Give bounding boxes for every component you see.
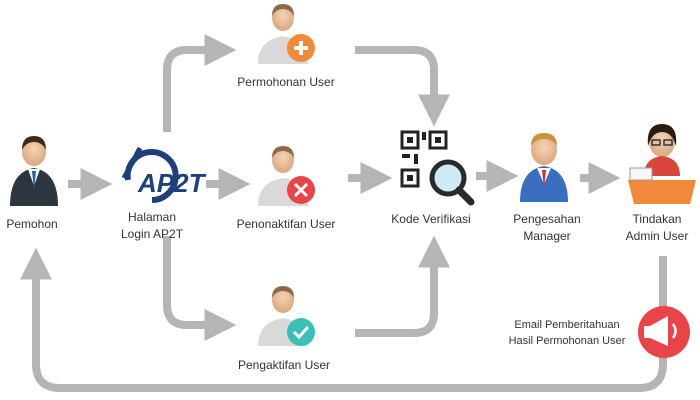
label-verifikasi: Kode Verifikasi — [391, 212, 471, 226]
arrow-pengaktifan-to-verifikasi — [355, 235, 450, 337]
user-add-icon — [258, 4, 315, 64]
label-email: Email Pemberitahuan Hasil Permohonan Use… — [509, 317, 626, 349]
label-login-line2: Login AP2T — [120, 227, 184, 241]
label-admin-line1: Tindakan — [632, 212, 682, 226]
ap2t-logo: AP2T — [121, 146, 207, 203]
user-check-icon — [258, 286, 315, 346]
qr-search-icon — [400, 130, 475, 206]
megaphone-icon — [638, 306, 690, 358]
label-pengaktifan: Pengaktifan User — [237, 358, 331, 372]
label-login: Halaman Login AP2T — [121, 209, 183, 243]
label-pemohon: Pemohon — [6, 217, 58, 231]
label-login-line1: Halaman — [127, 210, 177, 224]
admin-desk-icon — [628, 124, 696, 204]
flow-arrows — [20, 34, 667, 392]
label-manager-line1: Pengesahan — [513, 212, 581, 226]
arrow-login-to-permohonan — [163, 34, 237, 132]
label-admin: Tindakan Admin User — [626, 211, 689, 245]
label-email-line1: Email Pemberitahuan — [514, 319, 620, 331]
arrow-login-to-pengaktifan — [163, 236, 237, 341]
label-permohonan: Permohonan User — [237, 75, 335, 89]
label-admin-line2: Admin User — [625, 229, 689, 243]
user-remove-icon — [258, 146, 315, 206]
ap2t-logo-text: AP2T — [137, 168, 207, 198]
arrow-admin-to-pemohon — [20, 247, 667, 392]
label-manager: Pengesahan Manager — [513, 211, 580, 245]
manager-icon — [520, 133, 568, 202]
arrow-permohonan-to-verifikasi — [355, 46, 450, 127]
label-email-line2: Hasil Permohonan User — [508, 335, 626, 347]
businessman-icon — [10, 136, 58, 206]
label-penonaktifan: Penonaktifan User — [236, 217, 336, 231]
label-manager-line2: Manager — [523, 229, 571, 243]
